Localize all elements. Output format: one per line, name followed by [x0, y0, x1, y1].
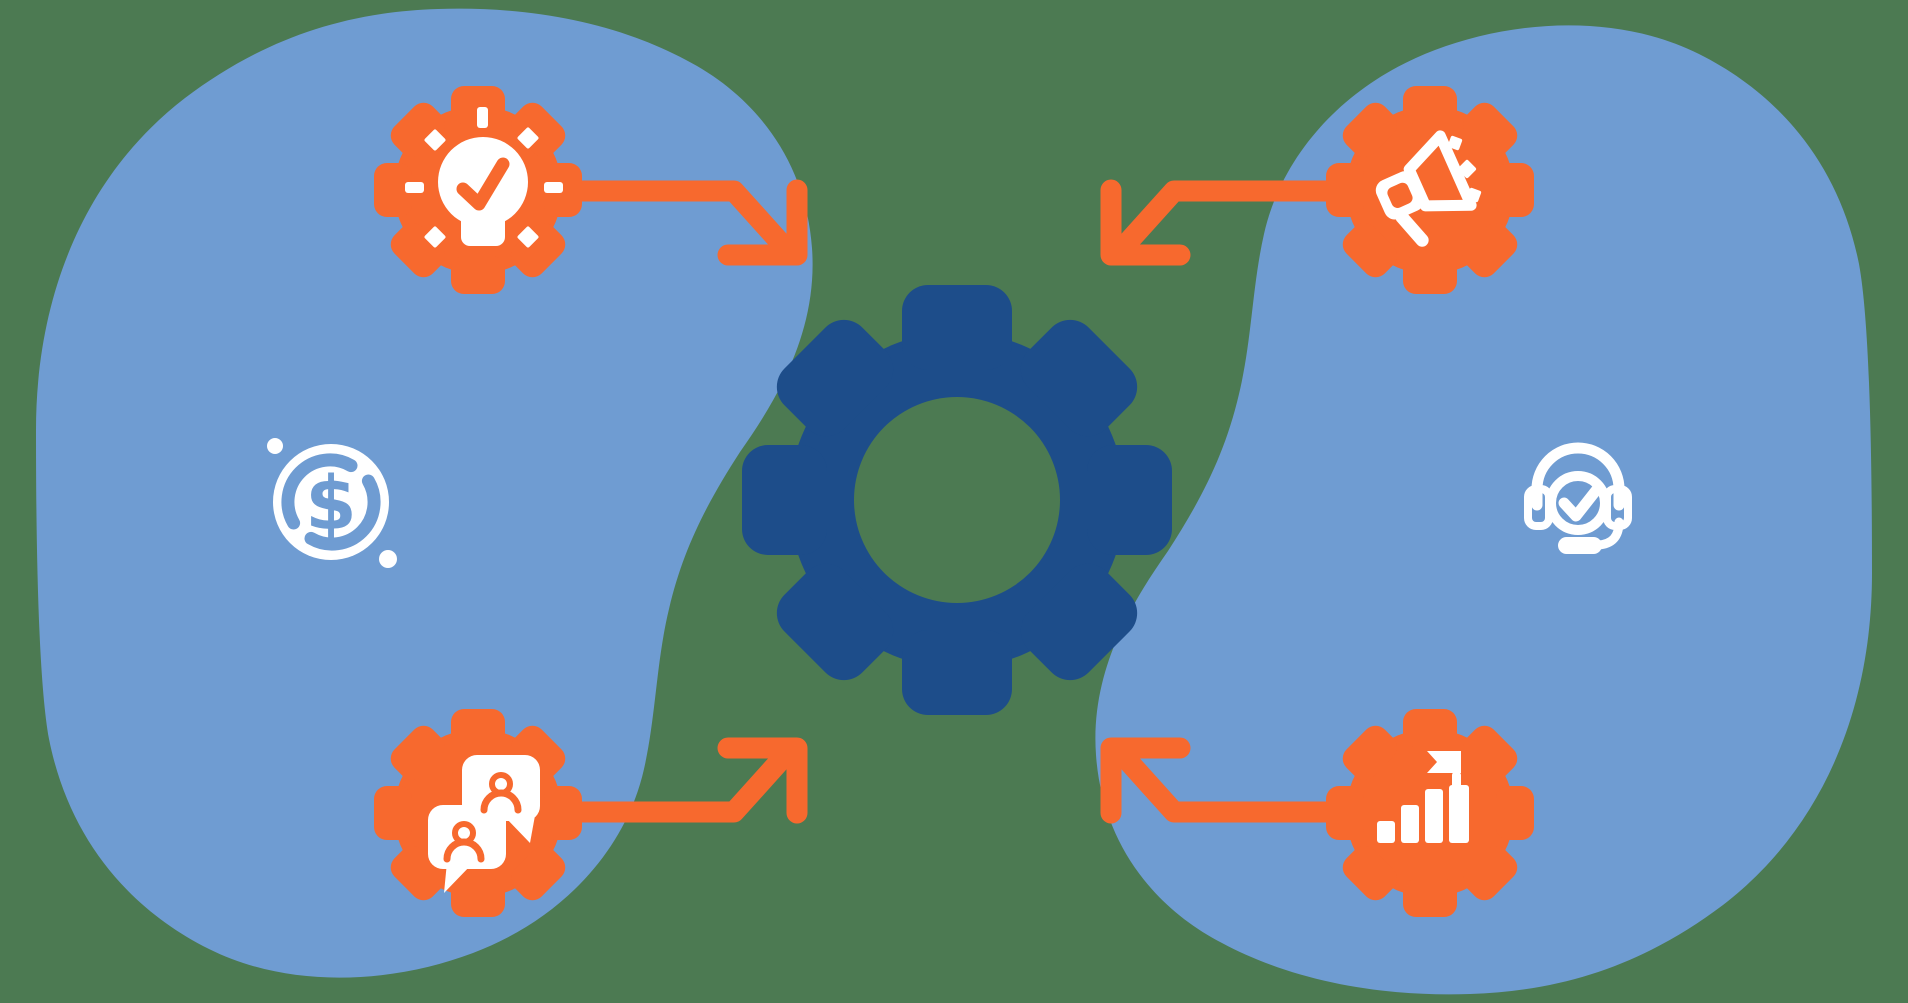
- sound-dot: [1466, 187, 1482, 203]
- bubble-tail-left: [444, 862, 472, 893]
- gear-icon: [742, 285, 1172, 715]
- headband: [1531, 442, 1625, 511]
- lightbulb-checkmark-icon: [405, 107, 563, 248]
- person-icons: [443, 772, 522, 863]
- checkmark-icon: [1558, 482, 1604, 522]
- flag-banner: [1427, 751, 1461, 773]
- arrow-shaft: [1118, 180, 1363, 252]
- megaphone-horn: [1403, 130, 1477, 212]
- person-body-icon: [443, 838, 485, 863]
- arrow-bottom-right: [1100, 737, 1363, 824]
- bar-chart-flag-icon: [1377, 751, 1469, 843]
- ray-upper-right: [517, 127, 539, 149]
- center-gear-icon: [742, 285, 1172, 715]
- speech-bubble-bottom: [428, 805, 506, 869]
- dollar-symbol: $: [305, 461, 357, 547]
- arrow-top-right: [1100, 179, 1363, 266]
- arrow-shaft: [545, 751, 790, 823]
- arc-upper-left: [281, 453, 358, 530]
- check-circle: [1546, 471, 1610, 535]
- mic-icon: [1558, 537, 1602, 554]
- megaphone-handle: [1395, 210, 1429, 247]
- arrow-head: [1100, 737, 1191, 824]
- chart-bar-4: [1449, 785, 1469, 843]
- orbit-dot: [379, 550, 397, 568]
- chart-bar-1: [1377, 821, 1395, 843]
- arrow-head: [717, 737, 808, 824]
- checkmark-icon: [456, 157, 510, 211]
- megaphone-cabinet-hole: [1387, 182, 1413, 208]
- headset-checkmark-icon: [1524, 442, 1632, 554]
- arrow-head: [1100, 179, 1191, 266]
- circulation-arcs: [281, 453, 381, 551]
- chart-bar-2: [1401, 805, 1419, 843]
- arrow-shaft: [545, 180, 790, 252]
- chart-bar-3: [1425, 789, 1443, 843]
- sound-waves: [1447, 135, 1482, 203]
- dollar-circulation-icon: $: [267, 438, 397, 568]
- arrow-top-left: [545, 179, 808, 266]
- ray-left: [405, 182, 424, 193]
- flag-pole: [1452, 772, 1461, 788]
- ray-top: [477, 107, 488, 128]
- ray-upper-left: [424, 129, 446, 151]
- ray-right: [544, 182, 563, 193]
- arrows: [545, 179, 1363, 824]
- arrow-shaft: [1118, 751, 1363, 823]
- ray-lower-right: [517, 226, 539, 248]
- orbit-dot: [267, 438, 283, 454]
- arc-lower-right: [304, 474, 381, 551]
- person-body-icon: [480, 789, 522, 814]
- bulb-globe: [438, 137, 528, 227]
- chat-people-icon: [428, 755, 540, 893]
- sound-dot: [1457, 159, 1477, 179]
- gear-icon-top-right: [1326, 86, 1534, 294]
- ray-lower-left: [424, 226, 446, 248]
- megaphone-icon: [1375, 130, 1482, 247]
- sound-dot: [1447, 135, 1463, 151]
- arrow-bottom-left: [545, 737, 808, 824]
- arrow-head: [717, 179, 808, 266]
